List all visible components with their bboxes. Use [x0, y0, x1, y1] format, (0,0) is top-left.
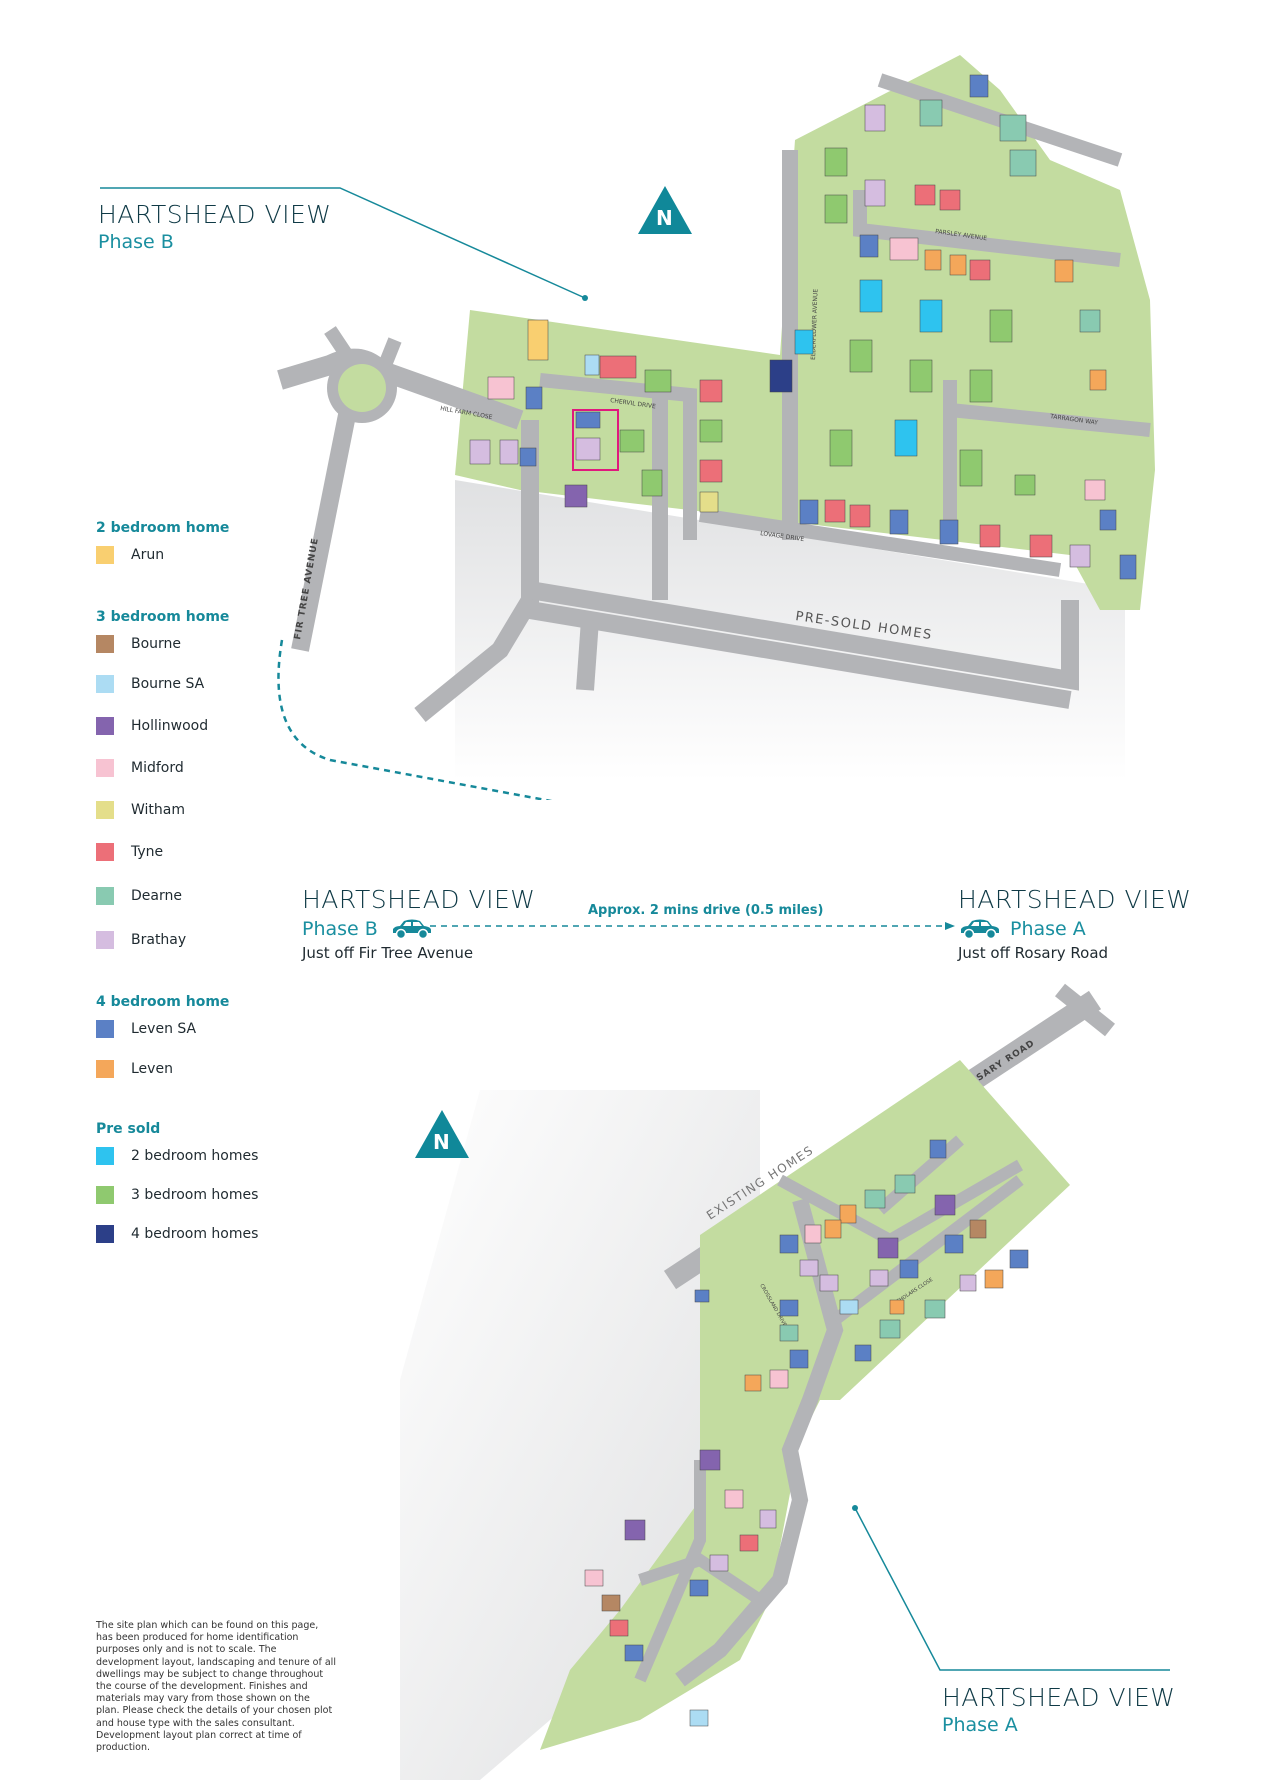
phase-b-phase: Phase B	[98, 231, 174, 253]
phase-a-title: HARTSHEAD VIEW	[942, 1683, 1176, 1712]
north-marker-a: N	[415, 1110, 469, 1158]
phase-a-label: HARTSHEAD VIEW Phase A	[942, 1685, 1175, 1735]
legend-item-presold-4bed: 4 bedroom homes	[96, 1224, 296, 1244]
route-from-phase: Phase B	[302, 917, 378, 940]
legend-item-brathay: Brathay	[96, 930, 296, 950]
swatch-brathay	[96, 931, 114, 949]
route-connector	[430, 922, 955, 930]
route-to-title: HARTSHEAD VIEW	[958, 885, 1192, 914]
legend-heading: 3 bedroom home	[96, 609, 230, 625]
legend-item-leven: Leven	[96, 1059, 296, 1079]
swatch-midford	[96, 759, 114, 777]
car-icon	[961, 919, 999, 940]
route-from-title: HARTSHEAD VIEW	[302, 885, 536, 914]
phase-b-site-map: FIR TREE AVENUE PRE-SOLD HOMES HILL FARM…	[100, 55, 1155, 800]
swatch-hollinwood	[96, 717, 114, 735]
phase-b-plots	[469, 74, 1137, 580]
legend-item-bourne-sa: Bourne SA	[96, 674, 296, 694]
legend-item-hollinwood: Hollinwood	[96, 716, 296, 736]
legend-item-leven-sa: Leven SA	[96, 1019, 296, 1039]
swatch-presold-2bed	[96, 1147, 114, 1165]
swatch-arun	[96, 546, 114, 564]
phase-b-callout-line	[100, 187, 586, 299]
legend-item-presold-3bed: 3 bedroom homes	[96, 1185, 296, 1205]
route-to-phase: Phase A	[1010, 917, 1086, 940]
legend-group-4bed: 4 bedroom home Leven SA Leven	[96, 994, 296, 1079]
swatch-bourne	[96, 635, 114, 653]
legend-item-bourne: Bourne	[96, 634, 296, 654]
swatch-presold-3bed	[96, 1186, 114, 1204]
legend-heading: 2 bedroom home	[96, 520, 230, 536]
legend-item-tyne: Tyne	[96, 842, 296, 862]
swatch-presold-4bed	[96, 1225, 114, 1243]
swatch-leven	[96, 1060, 114, 1078]
route-to: HARTSHEAD VIEW Phase A Just off Rosary R…	[958, 887, 1191, 961]
swatch-tyne	[96, 843, 114, 861]
sales-area-outline	[572, 409, 619, 471]
car-icon	[392, 919, 431, 940]
legend-item-dearne: Dearne	[96, 886, 296, 906]
disclaimer: The site plan which can be found on this…	[96, 1620, 336, 1754]
legend-item-midford: Midford	[96, 758, 296, 778]
legend-heading: Pre sold	[96, 1121, 161, 1137]
phase-a-site-map: ROSARY ROAD ROSARY ROAD EXISTING HOMES C…	[400, 983, 1170, 1780]
legend-group-3bed: 3 bedroom home Bourne Bourne SA Hollinwo…	[96, 609, 296, 950]
legend-group-2bed: 2 bedroom home Arun	[96, 520, 296, 565]
swatch-witham	[96, 801, 114, 819]
route-dashed-line	[277, 639, 553, 800]
legend-group-pre-sold: Pre sold 2 bedroom homes 3 bedroom homes…	[96, 1121, 296, 1244]
legend-item-arun: Arun	[96, 545, 296, 565]
route-from: HARTSHEAD VIEW Phase B Just off Fir Tree…	[302, 887, 535, 961]
route-from-location: Just off Fir Tree Avenue	[302, 944, 474, 962]
phase-b-label: HARTSHEAD VIEW Phase B	[98, 202, 331, 252]
road-label-elderflower-avenue: ELDERFLOWER AVENUE	[810, 289, 819, 361]
legend: 2 bedroom home Arun 3 bedroom home Bourn…	[96, 520, 296, 1244]
swatch-bourne-sa	[96, 675, 114, 693]
phase-a-callout-line	[854, 1507, 1170, 1671]
north-marker-b: N	[638, 186, 692, 234]
legend-item-presold-2bed: 2 bedroom homes	[96, 1146, 296, 1166]
route-to-location: Just off Rosary Road	[958, 944, 1109, 962]
legend-item-witham: Witham	[96, 800, 296, 820]
phase-b-title: HARTSHEAD VIEW	[98, 200, 332, 229]
swatch-dearne	[96, 887, 114, 905]
drive-time: Approx. 2 mins drive (0.5 miles)	[588, 903, 824, 918]
swatch-leven-sa	[96, 1020, 114, 1038]
phase-a-phase: Phase A	[942, 1714, 1018, 1736]
phase-a-plots	[584, 1139, 1029, 1727]
legend-heading: 4 bedroom home	[96, 994, 230, 1010]
